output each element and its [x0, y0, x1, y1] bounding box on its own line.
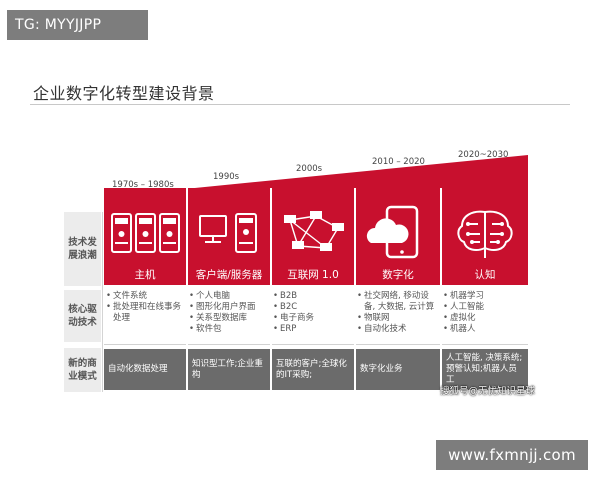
mainframe-icon — [111, 213, 180, 253]
tech-list-cognitive: 机器学习 人工智能 虚拟化 机器人 — [443, 291, 527, 335]
column-label-mainframe: 主机 — [134, 269, 156, 281]
mode-box-internet: 互联的客户;全球化的IT采购; — [272, 349, 354, 390]
sohu-watermark: 搜狐号@无忧知识星球 — [440, 386, 536, 397]
era-label-5: 2020~2030 — [458, 150, 509, 160]
list-item: 人工智能 — [443, 302, 527, 313]
row-label-divider — [102, 212, 103, 392]
mode-text: 互联的客户;全球化的IT采购; — [276, 358, 347, 380]
tech-list-mainframe: 文件系统 批处理和在线事务处理 — [106, 291, 186, 324]
list-item: 机器人 — [443, 324, 527, 335]
row-label-core-tech: 核心驱动技术 — [68, 304, 97, 328]
era-label-2: 1990s — [213, 172, 240, 182]
list-item: B2B — [273, 291, 353, 302]
list-item: 文件系统 — [106, 291, 186, 302]
list-item: 机器学习 — [443, 291, 527, 302]
tech-list-client-server: 个人电脑 图形化用户界面 关系型数据库 软件包 — [189, 291, 271, 335]
list-item: 个人电脑 — [189, 291, 271, 302]
row-separator — [104, 344, 186, 345]
mode-box-cognitive: 人工智能, 决策系统; 预警认知;机器人员工 — [442, 349, 528, 390]
mode-text: 自动化数据处理 — [108, 364, 168, 374]
row-separator — [188, 344, 270, 345]
column-label-client-server: 客户端/服务器 — [195, 269, 263, 281]
list-item: 自动化技术 — [357, 324, 437, 335]
watermark-tag: TG: MYYJJPP — [7, 10, 148, 40]
mode-box-mainframe: 自动化数据处理 — [104, 349, 186, 390]
tech-list-digital: 社交网络, 移动设备, 大数据, 云计算 物联网 自动化技术 — [357, 291, 437, 335]
list-item: 虚拟化 — [443, 313, 527, 324]
list-item: 图形化用户界面 — [189, 302, 271, 313]
row-label-bg-mode — [64, 348, 101, 392]
mode-box-digital: 数字化业务 — [356, 349, 440, 390]
list-item: 电子商务 — [273, 313, 353, 324]
list-item: B2C — [273, 302, 353, 313]
row-label-bg-trend — [64, 212, 101, 286]
row-separator — [272, 344, 354, 345]
column-label-digital: 数字化 — [382, 269, 414, 281]
era-label-1: 1970s – 1980s — [112, 180, 174, 190]
mode-text: 人工智能, 决策系统; 预警认知;机器人员工 — [446, 353, 523, 385]
mode-box-client-server: 知识型工作;企业重构 — [188, 349, 270, 390]
row-separator — [356, 344, 440, 345]
era-timeline-band — [104, 155, 528, 197]
era-label-3: 2000s — [296, 164, 323, 174]
row-label-new-mode: 新的商业模式 — [68, 358, 97, 382]
row-label-tech-trend: 技术发展浪潮 — [68, 237, 97, 261]
list-item: 社交网络, 移动设备, 大数据, 云计算 — [357, 291, 437, 313]
list-item: 批处理和在线事务处理 — [106, 302, 186, 324]
mode-text: 数字化业务 — [360, 364, 403, 374]
list-item: 关系型数据库 — [189, 313, 271, 324]
column-divider — [270, 188, 272, 285]
network-icon — [284, 211, 344, 251]
column-divider — [354, 188, 356, 285]
title-divider — [30, 104, 570, 105]
column-label-internet: 互联网 1.0 — [287, 269, 339, 281]
slide-title: 企业数字化转型建设背景 — [33, 84, 215, 103]
row-separator — [442, 344, 528, 345]
list-item: 软件包 — [189, 324, 271, 335]
tech-wave-band — [104, 188, 528, 285]
column-label-cognitive: 认知 — [474, 269, 496, 281]
brain-icon — [457, 210, 513, 258]
list-item: ERP — [273, 324, 353, 335]
client-server-icon — [199, 213, 257, 253]
footer-url-tag: www.fxmnjj.com — [436, 440, 588, 470]
cloud-mobile-icon — [366, 205, 419, 259]
column-divider — [440, 188, 442, 285]
list-item: 物联网 — [357, 313, 437, 324]
tech-list-internet: B2B B2C 电子商务 ERP — [273, 291, 353, 335]
row-label-bg-core — [64, 290, 101, 342]
mode-text: 知识型工作;企业重构 — [192, 358, 263, 380]
column-divider — [186, 188, 188, 285]
era-label-4: 2010 – 2020 — [372, 157, 425, 167]
